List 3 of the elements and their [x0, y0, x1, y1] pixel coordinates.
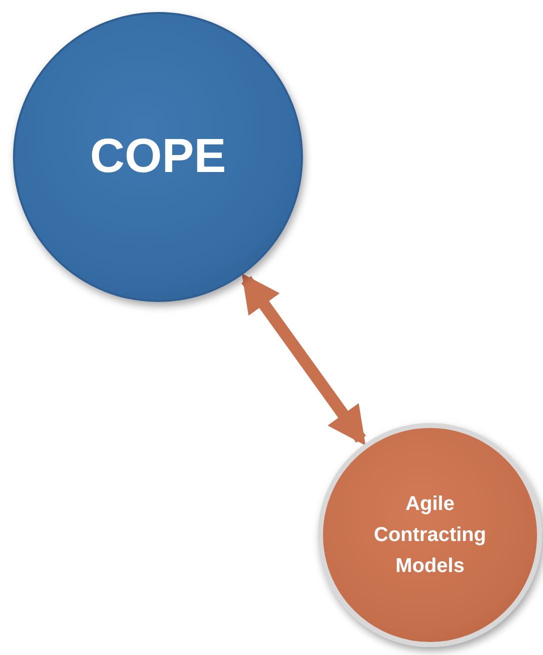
double-arrow: [241, 273, 366, 446]
node-label: COPE: [90, 128, 226, 185]
node-label: Agile Contracting Models: [372, 492, 488, 578]
